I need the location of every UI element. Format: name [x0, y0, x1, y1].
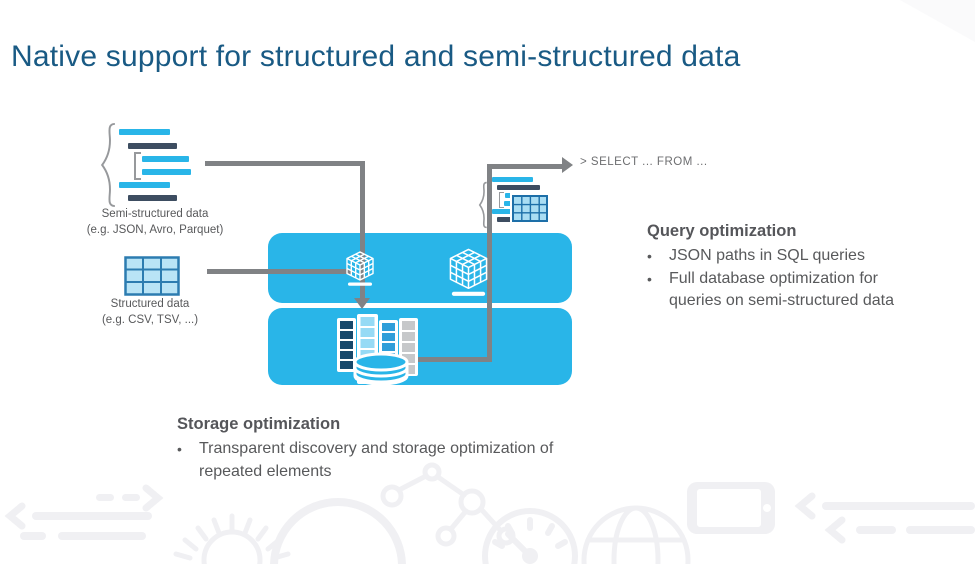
globe-icon — [581, 505, 691, 564]
semi-bar-icon — [128, 195, 177, 201]
list-item: • Full database optimization for queries… — [647, 268, 895, 313]
bullet-icon: • — [647, 270, 652, 287]
mini-table-icon — [512, 195, 548, 222]
query-optimization-block: Query optimization • JSON paths in SQL q… — [647, 220, 895, 313]
list-item: • Transparent discovery and storage opti… — [177, 438, 555, 483]
mini-bar-icon — [497, 217, 525, 222]
processing-layer-box — [268, 233, 572, 303]
list-item: • JSON paths in SQL queries — [647, 245, 895, 268]
curly-brace-icon — [100, 122, 115, 208]
tablet-icon — [687, 482, 775, 534]
bullet-icon: • — [177, 441, 182, 457]
semi-bar-icon — [119, 182, 170, 188]
large-cube-icon — [449, 248, 488, 296]
connector-query-bottom — [412, 357, 492, 362]
corner-decoration — [900, 0, 975, 42]
list-item-text: JSON paths in SQL queries — [669, 247, 865, 264]
list-item-text: Full database optimization for queries o… — [669, 269, 894, 310]
structured-table-icon — [124, 256, 180, 296]
semi-structured-label: Semi-structured data (e.g. JSON, Avro, P… — [86, 208, 224, 236]
connector-semi-vertical — [360, 161, 365, 299]
query-optimization-heading: Query optimization — [647, 222, 797, 240]
connector-semi-horizontal — [205, 161, 365, 166]
database-cylinder-icon — [353, 352, 409, 386]
structured-label: Structured data (e.g. CSV, TSV, ...) — [101, 298, 199, 326]
select-query-label: > SELECT ... FROM ... — [580, 156, 708, 168]
bracket-icon — [134, 152, 141, 180]
semi-bar-icon — [142, 156, 189, 162]
connector-query-top — [487, 164, 564, 169]
storage-optimization-heading: Storage optimization — [177, 415, 341, 433]
arrowhead-right-icon — [562, 157, 573, 173]
mini-bracket-icon — [499, 192, 504, 208]
semi-bar-icon — [119, 129, 170, 135]
storage-optimization-block: Storage optimization • Transparent disco… — [177, 413, 555, 483]
gauge-icon — [482, 508, 578, 564]
list-item-text: Transparent discovery and storage optimi… — [199, 440, 554, 480]
semi-bar-icon — [142, 169, 191, 175]
page-title: Native support for structured and semi-s… — [11, 40, 741, 73]
bullet-icon: • — [647, 248, 652, 264]
storage-layer-box — [268, 308, 572, 385]
connector-structured-horizontal — [207, 269, 352, 274]
background-decoration — [4, 462, 975, 564]
small-cube-icon — [346, 251, 374, 286]
mini-bar-icon — [497, 185, 540, 190]
mini-bar-icon — [492, 177, 533, 182]
mini-curly-brace-icon — [478, 181, 487, 229]
connector-query-vertical — [487, 166, 492, 358]
molecule-icon — [380, 462, 516, 547]
arrowhead-down-icon — [354, 298, 370, 309]
semi-bar-icon — [128, 143, 177, 149]
columnar-storage-icon — [337, 314, 418, 386]
